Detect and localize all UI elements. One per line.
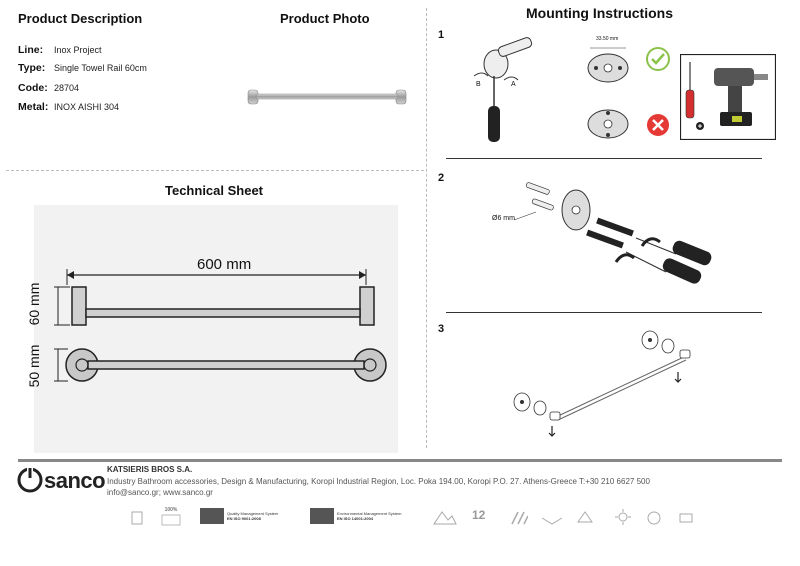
company-name: KATSIERIS BROS S.A. <box>107 465 193 474</box>
sun-icon <box>615 509 631 525</box>
technical-drawing <box>34 205 398 453</box>
company-contact: info@sanco.gr; www.sanco.gr <box>107 488 213 497</box>
environment-badge-icon <box>310 508 334 524</box>
metal-row: Metal: INOX AISHI 304 <box>18 101 119 113</box>
hygiene-icon <box>131 511 143 525</box>
type-label: Type: <box>18 62 46 74</box>
depth-dimension-label: 50 mm <box>26 344 42 388</box>
product-description-heading: Product Description <box>18 11 143 26</box>
cert-environment-system: Environmental Management System EN ISO 1… <box>310 508 420 524</box>
label-a: A <box>511 81 516 88</box>
height-dimension-label: 60 mm <box>26 282 42 326</box>
quality-badge-icon <box>200 508 224 524</box>
label-b: B <box>476 81 481 88</box>
stainless-icon <box>511 511 528 525</box>
tools-box <box>680 54 776 140</box>
type-value: Single Towel Rail 60cm <box>54 63 147 73</box>
line-label: Line: <box>18 44 44 56</box>
step-separator-1 <box>446 158 762 159</box>
metal-label: Metal: <box>18 101 49 113</box>
product-photo-towel-rail <box>247 89 407 105</box>
horizontal-divider <box>6 170 424 171</box>
design-award-icon <box>433 511 457 525</box>
cert-100-percent: 100% <box>160 508 182 532</box>
sanco-logo-icon <box>17 466 43 493</box>
correct-plate-orientation <box>587 47 629 83</box>
step-2-number: 2 <box>438 172 445 184</box>
product-photo-heading: Product Photo <box>280 11 370 26</box>
clean-icon <box>647 511 661 525</box>
width-dimension-label: 600 mm <box>197 256 252 273</box>
warranty-years-badge: 12 <box>472 508 486 522</box>
technical-sheet-heading: Technical Sheet <box>165 183 264 198</box>
type-row: Type: Single Towel Rail 60cm <box>18 62 147 74</box>
step-3-assembly-illustration <box>513 330 691 437</box>
brand-name: sanco <box>44 468 106 493</box>
footer-separator <box>18 459 782 462</box>
spacing-label: 33.50 mm <box>596 36 619 42</box>
certifications-row: 100% Quality Management System EN ISO 90… <box>128 508 698 532</box>
line-row: Line: Inox Project <box>18 44 102 56</box>
step-3-number: 3 <box>438 323 445 335</box>
drill-size-label: Ø6 mm <box>492 215 515 222</box>
step-1-screwdriver-illustration <box>473 37 533 142</box>
line-value: Inox Project <box>54 45 102 55</box>
vertical-divider <box>426 8 427 448</box>
handmade-icon <box>679 513 693 523</box>
cross-icon <box>647 114 669 136</box>
step-2-anchor-illustration <box>513 182 712 284</box>
step-1-number: 1 <box>438 29 445 41</box>
recycle-icon <box>577 511 593 523</box>
step-separator-2 <box>446 312 762 313</box>
code-value: 28704 <box>54 83 80 93</box>
code-row: Code: 28704 <box>18 82 79 94</box>
check-icon <box>646 47 670 71</box>
company-address: Industry Bathroom accessories, Design & … <box>107 477 650 486</box>
technical-drawing-shapes <box>54 269 387 382</box>
mounting-instructions-heading: Mounting Instructions <box>526 5 673 21</box>
cert-quality-system: Quality Management System EN ISO 9001:20… <box>200 508 300 524</box>
code-label: Code: <box>18 82 48 94</box>
water-icon <box>541 517 563 525</box>
metal-value: INOX AISHI 304 <box>54 102 120 112</box>
incorrect-plate-orientation <box>587 109 629 139</box>
